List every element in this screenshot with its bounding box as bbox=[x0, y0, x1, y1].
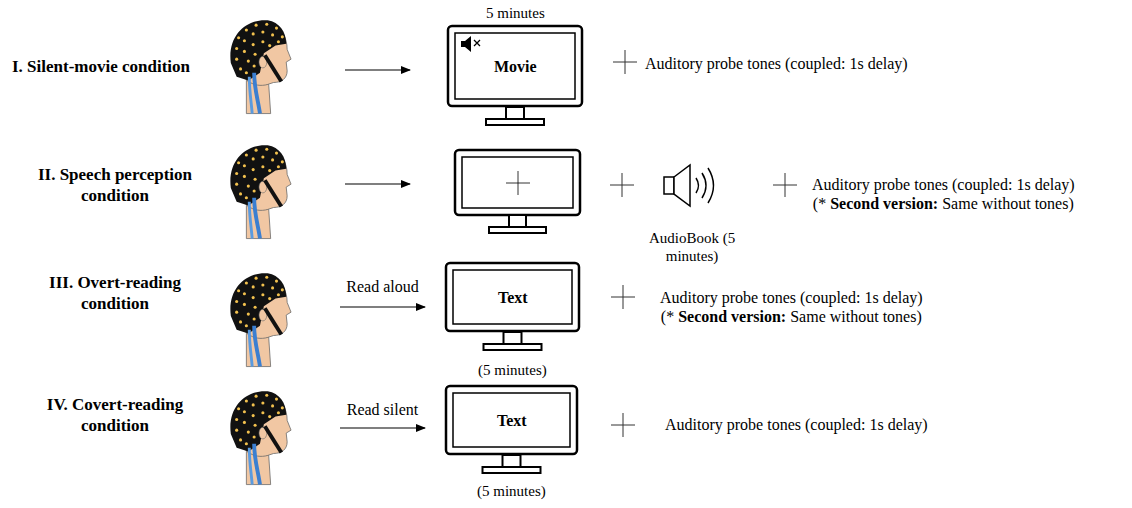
probe-note: Auditory probe tones (coupled: 1s delay) bbox=[812, 176, 1075, 193]
condition-title-group: II. Speech perception condition bbox=[25, 164, 205, 206]
speaker-cone bbox=[674, 165, 690, 206]
eeg-head bbox=[230, 273, 291, 366]
probe-note-line: Auditory probe tones (coupled: 1s delay) bbox=[812, 175, 1075, 194]
arrow-label: Read aloud bbox=[346, 278, 418, 295]
monitor-base bbox=[486, 119, 544, 125]
monitor-neck bbox=[503, 455, 521, 467]
speaker-node: AudioBook (5 minutes) bbox=[662, 163, 722, 208]
probe-note-line: (*Second version:Same without tones) bbox=[660, 307, 923, 326]
condition-title-line: IV. Covert-reading condition bbox=[25, 394, 205, 436]
probe-note: Second version: bbox=[830, 195, 938, 212]
monitor-node: Text(5 minutes) bbox=[445, 385, 578, 455]
probe-note: Auditory probe tones (coupled: 1s delay) bbox=[645, 55, 908, 72]
arrow-label-line: Read aloud bbox=[340, 277, 425, 296]
screen-text: Text bbox=[497, 411, 527, 430]
monitor-node: Text(5 minutes) bbox=[445, 262, 580, 332]
caption-text: AudioBook (5 minutes) bbox=[646, 229, 738, 265]
mute-icon bbox=[461, 36, 471, 52]
probe-note-group: Auditory probe tones (coupled: 1s delay)… bbox=[812, 175, 1075, 213]
sound-wave bbox=[696, 178, 699, 193]
arrow-label: Read silent bbox=[347, 401, 419, 418]
condition-title: III. Overt-reading condition bbox=[49, 273, 181, 313]
caption-text: (5 minutes) bbox=[477, 482, 546, 500]
condition-title-group: III. Overt-reading condition bbox=[25, 272, 205, 314]
probe-note-group: Auditory probe tones (coupled: 1s delay)… bbox=[660, 288, 923, 326]
arrow bbox=[340, 306, 425, 307]
probe-note-line: Auditory probe tones (coupled: 1s delay) bbox=[660, 288, 923, 307]
monitor bbox=[455, 150, 580, 233]
sound-wave bbox=[708, 168, 714, 203]
screen-text: Movie bbox=[494, 57, 537, 76]
condition-title: I. Silent-movie condition bbox=[12, 57, 190, 76]
condition-title-group: I. Silent-movie condition bbox=[12, 56, 190, 77]
monitor-node: 5 minutesMovie bbox=[447, 25, 583, 107]
arrow-label-group: Read silent bbox=[340, 400, 425, 419]
caption-text: (5 minutes) bbox=[478, 361, 547, 379]
probe-note: Same without tones) bbox=[790, 308, 922, 325]
probe-note-group: Auditory probe tones (coupled: 1s delay) bbox=[665, 415, 928, 434]
probe-note: Auditory probe tones (coupled: 1s delay) bbox=[660, 289, 923, 306]
monitor-frame bbox=[448, 26, 582, 106]
probe-note: Same without tones) bbox=[942, 195, 1074, 212]
arrow bbox=[345, 69, 410, 70]
probe-note-line: Auditory probe tones (coupled: 1s delay) bbox=[645, 54, 908, 73]
probe-note: Auditory probe tones (coupled: 1s delay) bbox=[665, 416, 928, 433]
condition-title: II. Speech perception condition bbox=[38, 165, 192, 205]
monitor-neck bbox=[504, 332, 522, 344]
condition-title-line: II. Speech perception condition bbox=[25, 164, 205, 206]
mute-icon bbox=[474, 40, 480, 46]
eeg-head bbox=[230, 145, 291, 238]
condition-title-line: I. Silent-movie condition bbox=[12, 56, 190, 77]
monitor-screen bbox=[453, 270, 572, 324]
probe-note-line: Auditory probe tones (coupled: 1s delay) bbox=[665, 415, 928, 434]
probe-note-group: Auditory probe tones (coupled: 1s delay) bbox=[645, 54, 908, 73]
monitor-screen bbox=[453, 393, 570, 447]
monitor-frame bbox=[446, 263, 579, 331]
condition-title-line: III. Overt-reading condition bbox=[25, 272, 205, 314]
sound-wave bbox=[702, 173, 706, 198]
speaker-body bbox=[664, 177, 674, 194]
probe-note: Second version: bbox=[678, 308, 786, 325]
probe-note-line: (*Second version:Same without tones) bbox=[812, 194, 1075, 213]
monitor-base bbox=[484, 344, 542, 350]
screen-text: Text bbox=[498, 288, 528, 307]
condition-title-group: IV. Covert-reading condition bbox=[25, 394, 205, 436]
arrow-label-group: Read aloud bbox=[340, 277, 425, 296]
probe-note: (* bbox=[661, 308, 674, 325]
speaker-icon bbox=[662, 163, 722, 208]
condition-title: IV. Covert-reading condition bbox=[47, 395, 183, 435]
caption-text: 5 minutes bbox=[486, 4, 545, 22]
monitor-screen bbox=[455, 33, 575, 99]
probe-note: (* bbox=[813, 195, 826, 212]
eeg-head bbox=[230, 20, 291, 113]
arrow-label-line: Read silent bbox=[340, 400, 425, 419]
monitor-frame bbox=[446, 386, 577, 454]
plus-sign bbox=[610, 50, 797, 437]
monitor-base bbox=[483, 467, 541, 473]
arrow bbox=[340, 427, 425, 428]
eeg-head bbox=[230, 391, 291, 484]
arrow bbox=[345, 183, 410, 184]
monitor-neck bbox=[506, 107, 524, 119]
